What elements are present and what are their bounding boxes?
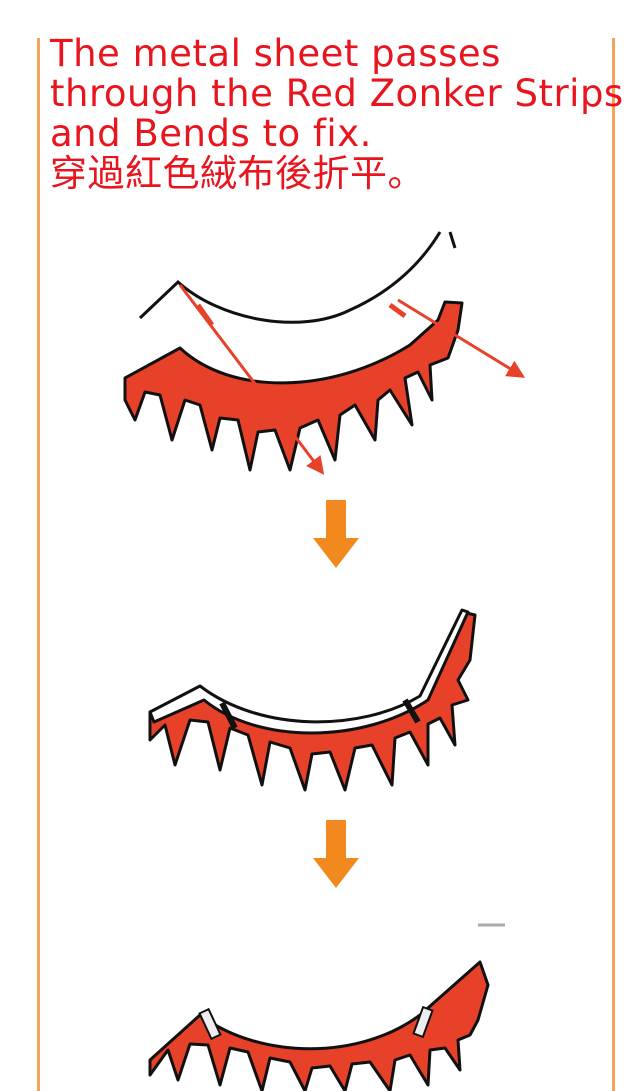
step-3-illustration: [150, 925, 505, 1091]
step-2-illustration: [150, 610, 475, 790]
metal-sheet-tab-right: [390, 305, 405, 316]
zonker-strip-icon: [150, 962, 488, 1091]
step-1-illustration: [125, 232, 522, 472]
step-arrow-down-icon: [313, 820, 359, 888]
metal-sheet-icon: [140, 232, 455, 322]
step-arrow-down-icon: [313, 500, 359, 568]
zonker-strip-icon: [125, 302, 462, 470]
